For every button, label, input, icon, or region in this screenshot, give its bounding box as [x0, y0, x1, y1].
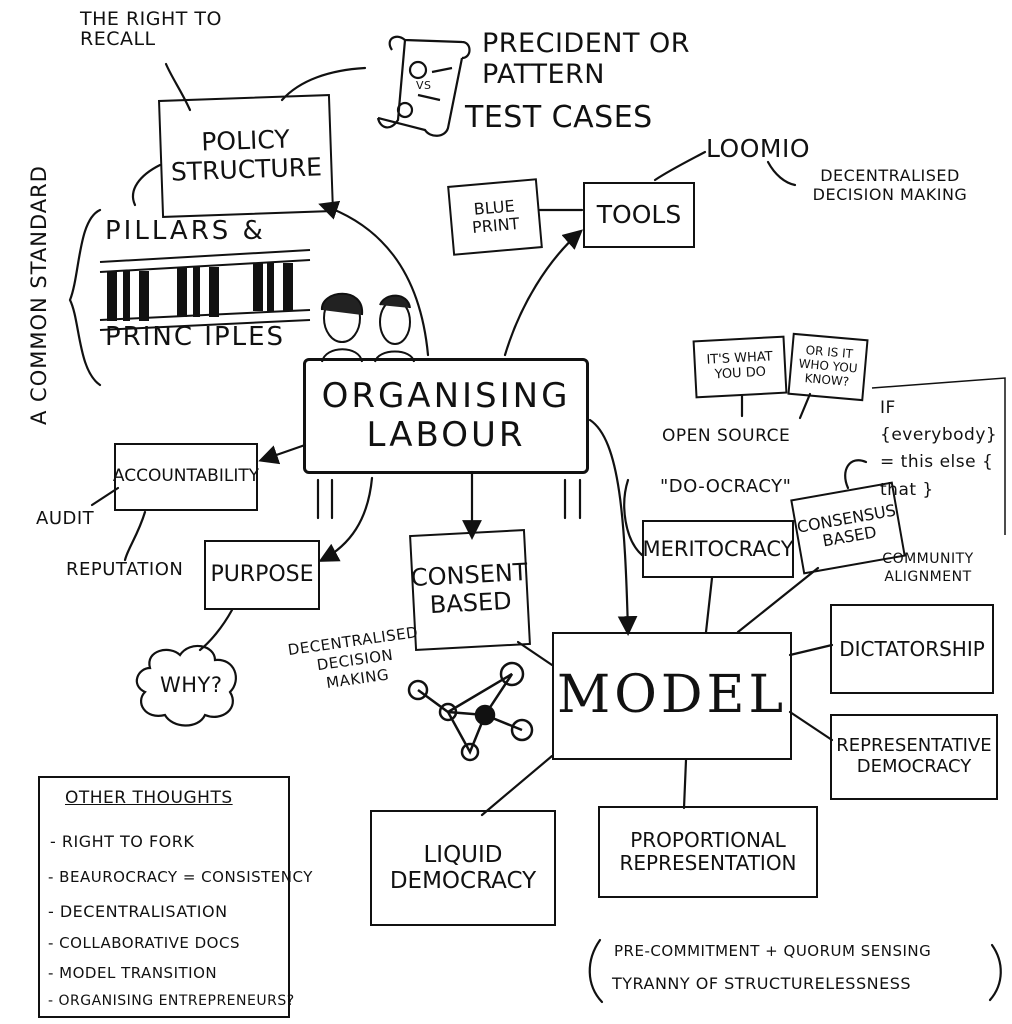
proportional-representation-node[interactable]: PROPORTIONAL REPRESENTATION	[598, 806, 818, 898]
line-acc-reputation	[123, 510, 147, 562]
why-label: WHY?	[160, 673, 223, 697]
pillars-label: PILLARS &	[105, 216, 266, 246]
people-icon	[320, 292, 415, 363]
line-consensus-code	[844, 459, 868, 490]
scroll-vs-label: VS	[416, 79, 432, 92]
line-model-meritocracy	[704, 576, 714, 634]
line-loomio-decentralised	[766, 160, 797, 187]
brace-common-standard	[68, 208, 102, 387]
line-consent-model	[516, 640, 554, 667]
why-cloud	[135, 644, 237, 727]
liquid-democracy-node[interactable]: LIQUID DEMOCRACY	[370, 810, 556, 926]
line-tools-loomio	[653, 150, 707, 182]
arrow-to-purpose	[318, 476, 374, 562]
sign-whats-you-do: IT'S WHAT YOU DO	[692, 335, 788, 399]
footer-note-1: PRE-COMMITMENT + QUORUM SENSING	[614, 942, 932, 960]
other-thought-item: - RIGHT TO FORK	[50, 832, 195, 851]
other-thoughts-title: OTHER THOUGHTS	[65, 788, 233, 808]
policy-structure-node[interactable]: POLICY STRUCTURE	[157, 94, 335, 218]
common-standard-label: A COMMON STANDARD	[27, 165, 51, 425]
do-ocracy-label: "DO-OCRACY"	[660, 476, 792, 497]
loomio-label: LOOMIO	[706, 134, 811, 163]
other-thought-item: - MODEL TRANSITION	[48, 964, 218, 982]
audit-label: AUDIT	[36, 508, 95, 529]
arrow-to-model	[588, 418, 638, 636]
other-thoughts-box: OTHER THOUGHTS - RIGHT TO FORK - BEAUROC…	[38, 776, 312, 1018]
line-merit-opensource	[623, 478, 644, 557]
scroll-icon	[376, 35, 471, 137]
community-alignment-label: COMMUNITY ALIGNMENT	[882, 551, 974, 586]
decentralised-label-1: DECENTRALISED DECISION MAKING	[812, 166, 968, 205]
sign-who-you-know: OR IS IT WHO YOU KNOW?	[787, 332, 869, 402]
arrow-to-tools	[503, 229, 583, 357]
blueprint-node[interactable]: BLUE PRINT	[447, 178, 543, 256]
accountability-node[interactable]: ACCOUNTABILITY	[113, 443, 259, 511]
arrow-to-policy	[318, 200, 430, 357]
line-model-consensus	[736, 566, 820, 634]
paren-left	[588, 938, 604, 1004]
purpose-node[interactable]: PURPOSE	[204, 540, 320, 610]
line-policy-recall	[164, 62, 192, 112]
line-model-dictatorship	[788, 643, 834, 657]
open-source-label: OPEN SOURCE	[662, 426, 791, 446]
model-node[interactable]: MODEL	[552, 632, 792, 760]
other-thought-item: - DECENTRALISATION	[48, 902, 228, 921]
dictatorship-node[interactable]: DICTATORSHIP	[830, 604, 994, 694]
line-model-representative	[788, 710, 834, 742]
arrow-to-accountability	[258, 443, 307, 465]
line-policy-precedent	[280, 66, 367, 102]
code-note-frame	[871, 377, 1006, 535]
right-to-recall-label: THE RIGHT TO RECALL	[80, 8, 222, 50]
line-model-proportional	[682, 758, 688, 810]
other-thought-item: - COLLABORATIVE DOCS	[48, 934, 240, 952]
pillars-icon	[99, 249, 311, 331]
other-thought-item: - ORGANISING ENTREPRENEURS?	[48, 993, 295, 1009]
footer-note-2: TYRANNY OF STRUCTURELESSNESS	[612, 974, 912, 993]
sign-post-2	[798, 392, 812, 420]
meritocracy-node[interactable]: MERITOCRACY	[642, 520, 794, 578]
line-model-liquid	[480, 754, 554, 817]
code-note: IF {everybody} = this else { that }	[880, 398, 998, 500]
representative-democracy-node[interactable]: REPRESENTATIVE DEMOCRACY	[830, 714, 998, 800]
network-graph-icon	[407, 661, 534, 762]
precedent-label: PRECIDENT OR PATTERN	[482, 28, 691, 91]
other-thought-item: - BEAUROCRACY = CONSISTENCY	[48, 868, 313, 886]
center-board-legs	[316, 478, 582, 520]
line-acc-audit	[90, 486, 120, 507]
paren-right	[988, 943, 1002, 1002]
line-policy-pillars	[132, 163, 162, 207]
tools-node[interactable]: TOOLS	[583, 182, 695, 248]
line-purpose-why	[198, 608, 234, 652]
principles-label: PRINC IPLES	[105, 322, 286, 352]
reputation-label: REPUTATION	[66, 559, 184, 580]
test-cases-label: TEST CASES	[465, 100, 653, 135]
organising-labour-node[interactable]: ORGANISING LABOUR	[303, 358, 589, 474]
consent-based-node[interactable]: CONSENT BASED	[409, 529, 531, 651]
